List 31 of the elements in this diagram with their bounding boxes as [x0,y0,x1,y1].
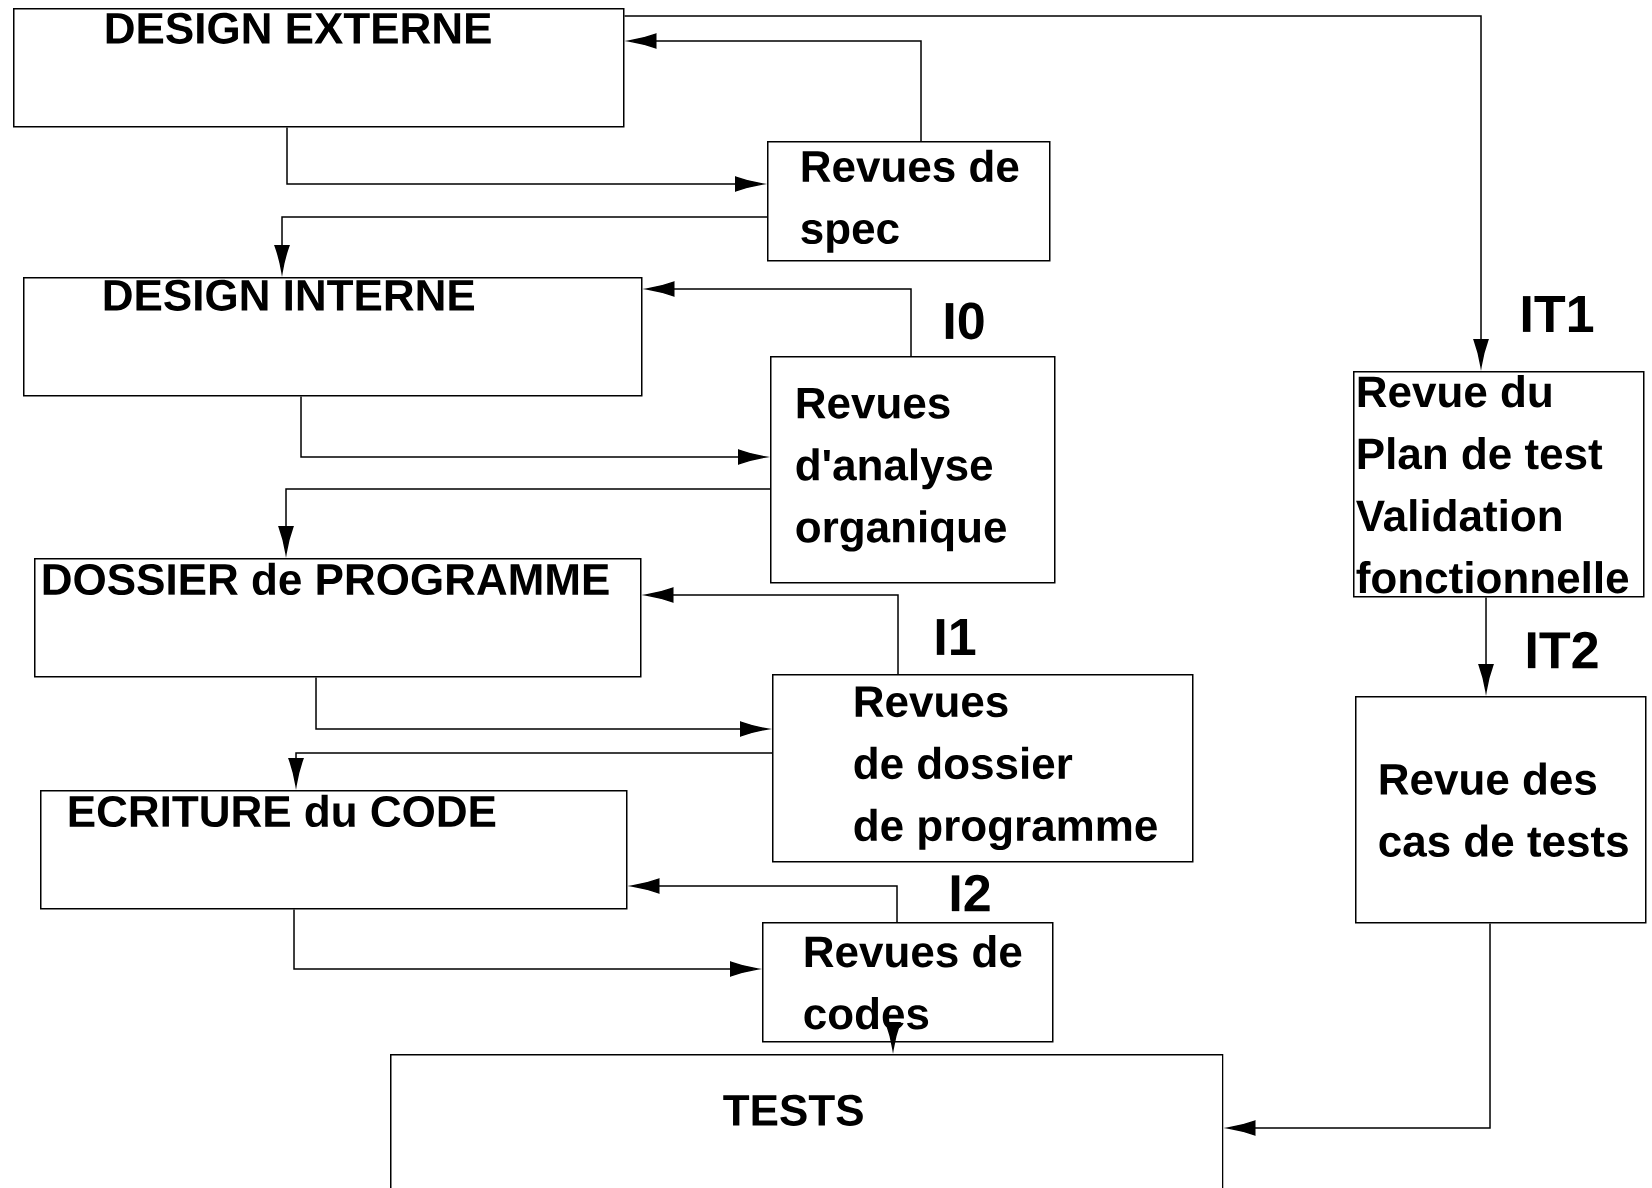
stage-label: IT2 [1527,631,1598,669]
arrow [293,908,759,977]
arrow [278,488,771,555]
process-box: Revues de codes [762,922,1054,1043]
process-box: DOSSIER de PROGRAMME [34,558,642,678]
stage-label: IT1 [1522,296,1594,332]
stage-label: I1 [936,619,976,655]
process-box: Revue des cas de tests [1355,696,1647,924]
process-box: Revues d'analyse organique [770,356,1056,584]
arrow [286,126,764,192]
arrow [288,752,773,787]
process-box: Revue du Plan de test Validation fonctionnelle [1353,371,1645,598]
arrow [885,1022,901,1051]
arrow [274,216,768,274]
process-box: Revues de spec [767,141,1051,262]
arrow [645,587,899,675]
process-box: TESTS [390,1054,1224,1188]
arrow [1227,922,1491,1136]
arrow [631,878,898,923]
arrow [300,395,767,465]
arrow [646,281,912,357]
arrow [623,15,1489,368]
process-box: Revues de dossier de programme [772,674,1194,863]
process-box: ECRITURE du CODE [40,790,628,910]
process-box: DESIGN EXTERNE [13,8,625,128]
arrow [1478,596,1494,693]
stage-label: I2 [951,874,990,912]
arrow [628,33,922,142]
process-box: DESIGN INTERNE [23,277,643,397]
arrow [315,676,769,737]
stage-label: I0 [945,302,984,340]
